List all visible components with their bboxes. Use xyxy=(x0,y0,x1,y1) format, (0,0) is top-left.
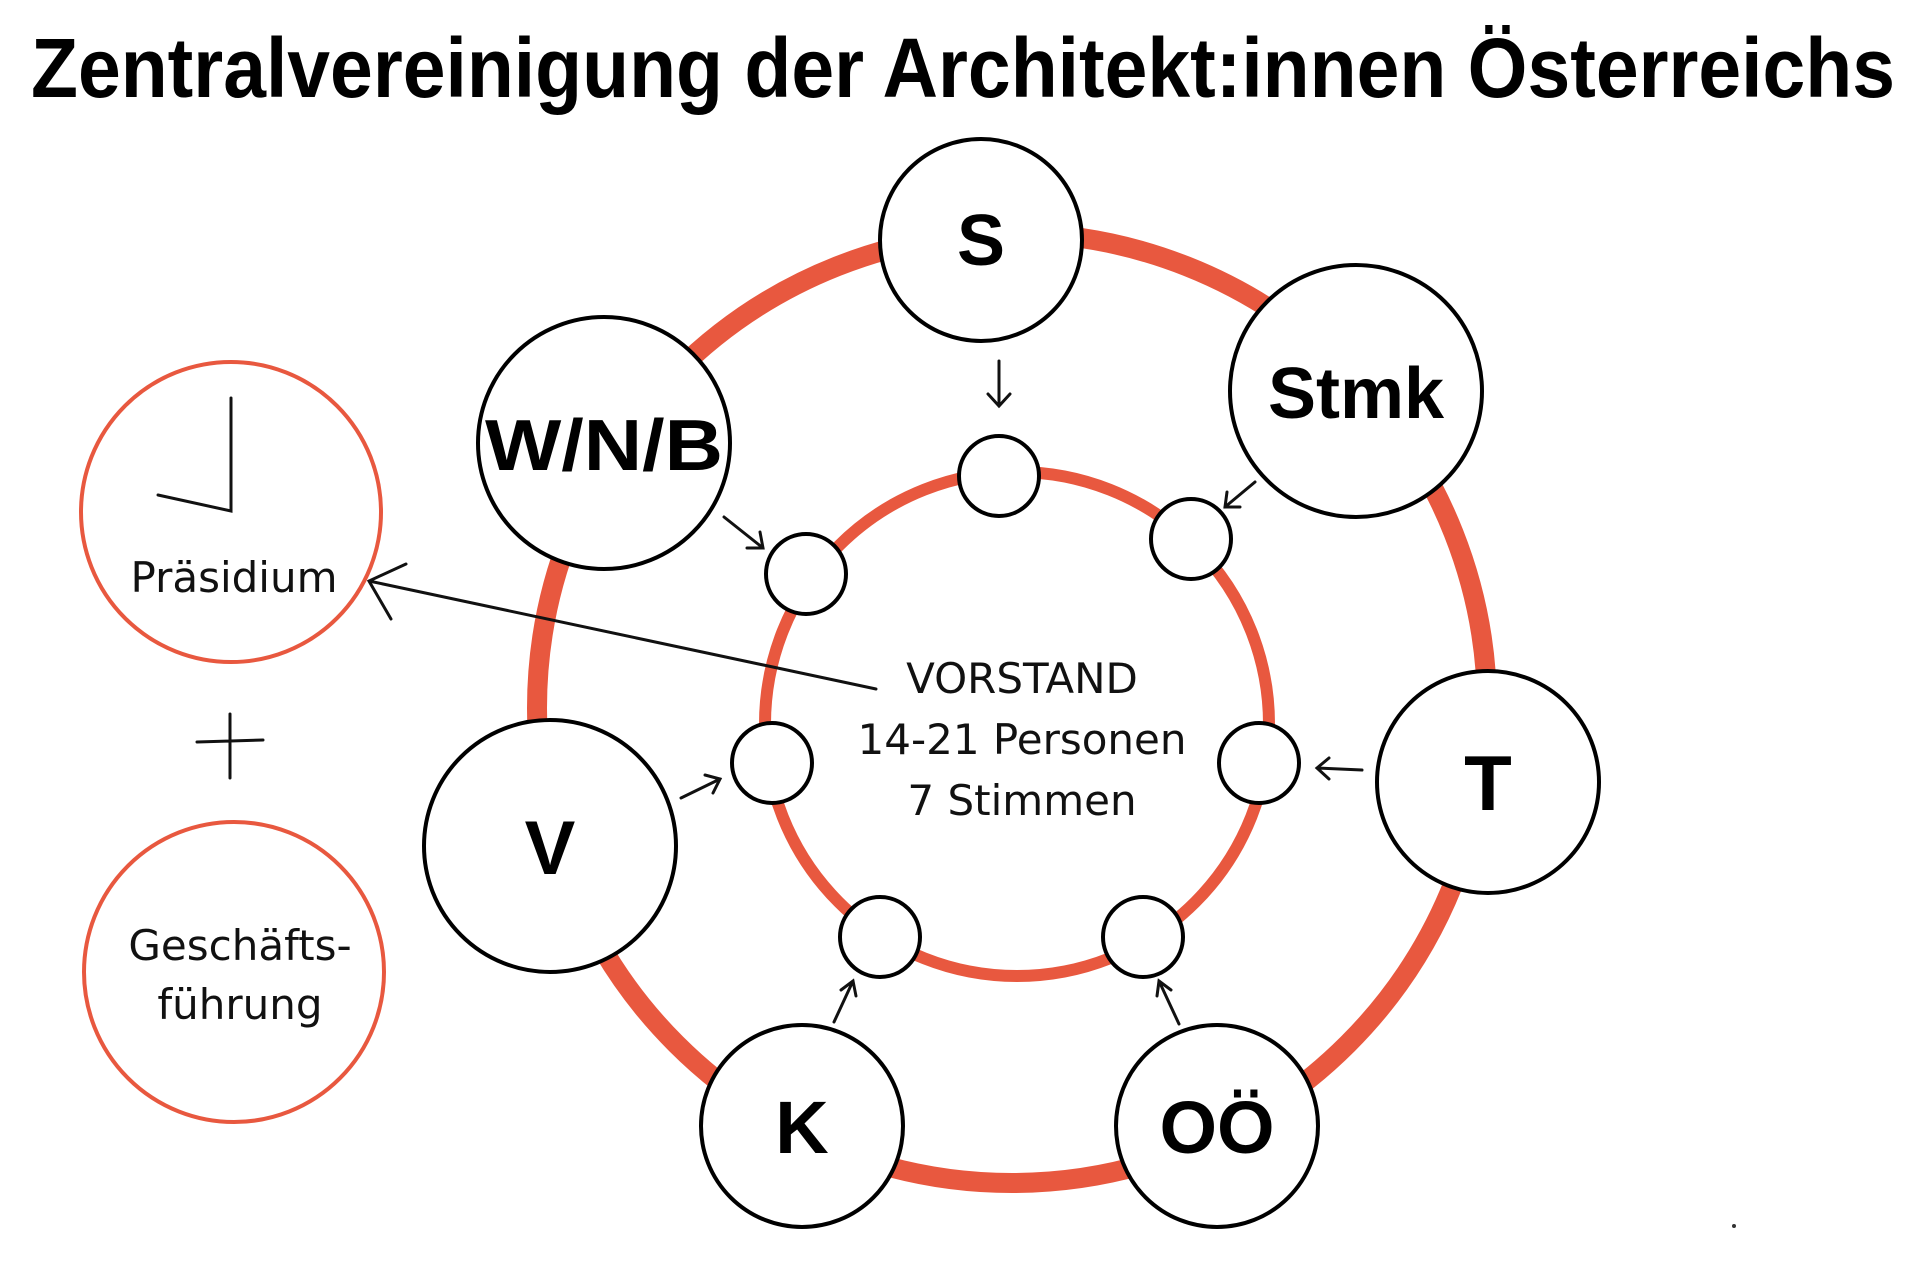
seat-wnb xyxy=(764,532,848,616)
region-stmk: Stmk xyxy=(1228,263,1484,519)
geschaeftsfuehrung-line1: Geschäfts- xyxy=(128,921,351,970)
region-label: T xyxy=(1464,739,1512,827)
arrow-icon xyxy=(679,773,723,800)
praesidium-label: Präsidium xyxy=(130,553,337,602)
seat-ooe xyxy=(1101,895,1185,979)
arrow-icon xyxy=(1314,756,1364,781)
arrows xyxy=(366,359,1364,1026)
arrow-icon xyxy=(1155,978,1181,1026)
region-t: T xyxy=(1375,669,1601,895)
region-label: Stmk xyxy=(1268,354,1445,434)
seat-k xyxy=(838,895,922,979)
region-label: W/N/B xyxy=(485,406,723,486)
arrow-icon xyxy=(722,515,765,550)
region-label: OÖ xyxy=(1159,1086,1274,1169)
arrow-icon xyxy=(1223,480,1257,509)
arrow-icon xyxy=(832,978,858,1024)
vorstand-label: VORSTAND 14-21 Personen 7 Stimmen xyxy=(858,654,1187,825)
region-label: K xyxy=(775,1086,828,1169)
region-k: K xyxy=(699,1023,905,1229)
seat-stmk xyxy=(1149,497,1233,581)
vorstand-title: VORSTAND xyxy=(906,654,1138,703)
region-label: V xyxy=(525,806,576,891)
region-wnb: W/N/B xyxy=(476,315,732,571)
region-s: S xyxy=(878,137,1084,343)
vorstand-votes: 7 Stimmen xyxy=(907,776,1136,825)
seat-t xyxy=(1217,721,1301,805)
clock-icon xyxy=(156,396,233,513)
arrow-to-praesidium xyxy=(366,562,878,691)
region-v: V xyxy=(422,718,678,974)
seat-s xyxy=(957,434,1041,518)
praesidium: Präsidium xyxy=(79,360,383,664)
plus-icon xyxy=(195,712,265,780)
geschaeftsfuehrung-line2: führung xyxy=(157,980,322,1029)
stray-dot xyxy=(1732,1224,1736,1228)
region-ooe: OÖ xyxy=(1114,1023,1320,1229)
vorstand-persons: 14-21 Personen xyxy=(858,715,1187,764)
arrow-icon xyxy=(986,359,1012,409)
geschaeftsfuehrung: Geschäfts- führung xyxy=(82,820,386,1124)
region-label: S xyxy=(957,201,1005,281)
vorstand-seats xyxy=(730,434,1301,979)
page-title: Zentralvereinigung der Architekt:innen Ö… xyxy=(31,21,1895,115)
seat-v xyxy=(730,721,814,805)
